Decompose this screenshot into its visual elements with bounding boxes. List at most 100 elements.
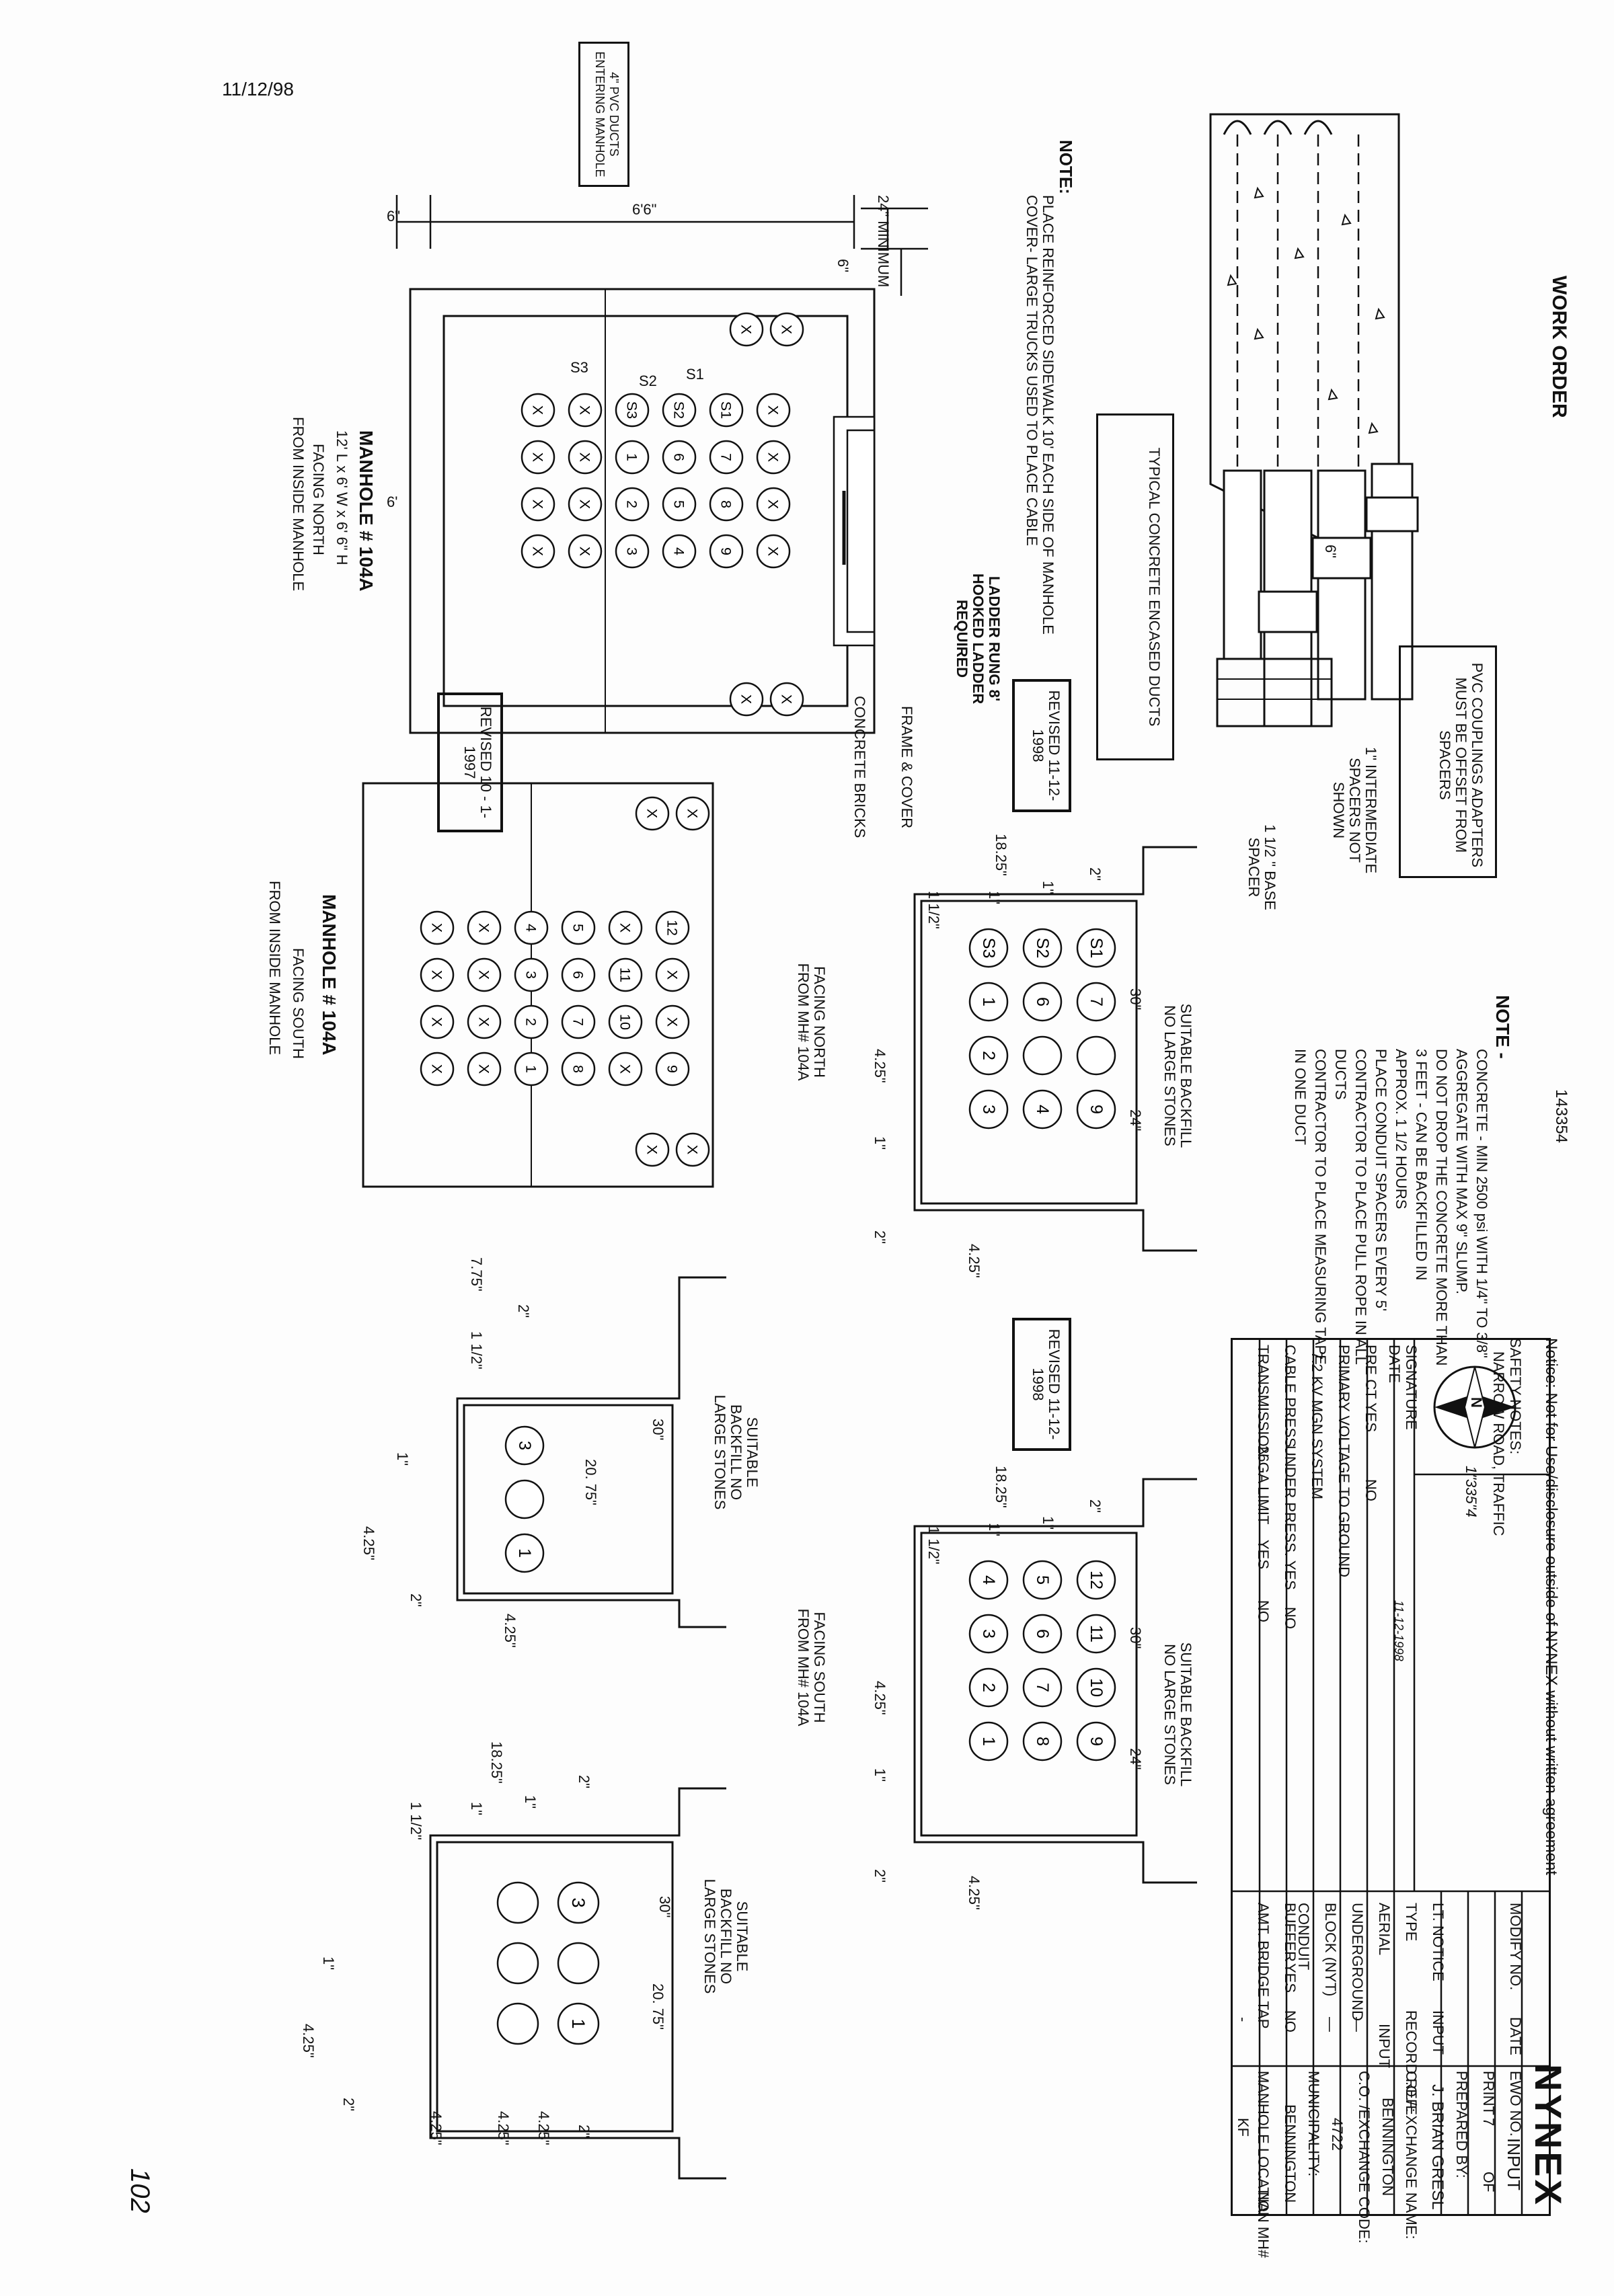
mh-south-duct: 8 (561, 1052, 596, 1086)
sn-dim-24: 24" (1127, 1109, 1144, 1132)
s6-dim-425c: 4.25" (495, 2111, 512, 2145)
sn-dim-1b: 1" (986, 891, 1003, 905)
svg-text:X: X (664, 1017, 681, 1027)
tb-underground: UNDERGROUND (1349, 1903, 1366, 2021)
svg-text:3: 3 (979, 1105, 998, 1114)
sm-dim-2075: 20. 75" (582, 1459, 599, 1505)
tb-ewo-value: INPUT (1504, 2138, 1524, 2190)
sn-dim-112: 1 1/2" (925, 891, 942, 929)
svg-text:3: 3 (568, 1897, 588, 1907)
tb-pre-ct-no: NO (1362, 1479, 1379, 1501)
tb-aerial: AERIAL (1376, 1903, 1393, 1956)
mh-north-duct: X (756, 487, 791, 522)
revised-text-1: REVISED 11-12-1998 (1029, 690, 1063, 801)
concrete-note-line: CONTRACTOR TO PLACE MEASURING TAPE (1312, 1049, 1329, 1365)
svg-text:X: X (685, 809, 701, 818)
svg-text:10: 10 (1087, 1678, 1106, 1697)
svg-text:X: X (577, 547, 594, 556)
svg-text:X: X (476, 923, 493, 933)
typical-text: TYPICAL CONCRETE ENCASED DUCTS (1146, 447, 1163, 727)
section-south-duct: 11 (1076, 1614, 1116, 1654)
mh-south-duct: 3 (514, 957, 549, 992)
svg-text:3: 3 (515, 1441, 534, 1450)
concrete-note-line: DUCTS (1332, 1049, 1349, 1100)
svg-text:X: X (738, 325, 755, 334)
section-south-backfill: SUITABLE BACKFILL NO LARGE STONES (1161, 1642, 1194, 1787)
svg-text:X: X (530, 405, 547, 415)
note-text: PLACE REINFORCED SIDEWALK 10' EACH SIDE … (1023, 195, 1056, 635)
section-six-duct: 1 (557, 2002, 600, 2045)
ss-dim-1825: 18.25" (993, 1466, 1009, 1508)
tb-safety-label: SAFETY NOTES: (1507, 1338, 1524, 1455)
svg-text:X: X (530, 452, 547, 462)
section-north-duct: S1 (1076, 928, 1116, 968)
s6-dim-425d: 4.25" (535, 2111, 552, 2145)
section-six-duct (557, 1942, 600, 1985)
ss-dim-425a: 4.25" (872, 1681, 888, 1715)
manhole-north-size: 12' L x 6' W x 6' 6" H (334, 430, 350, 565)
tb-manhole-loc-val: NA (1255, 2192, 1272, 2213)
svg-text:1: 1 (515, 1548, 534, 1558)
sn-dim-1c: 1" (872, 1136, 888, 1150)
manhole-south-from: FROM INSIDE MANHOLE (266, 881, 283, 1056)
manhole-north-facing: FACING NORTH (310, 444, 327, 555)
tb-date-col: DATE (1507, 2017, 1524, 2056)
section-six-duct (496, 1942, 539, 1985)
svg-text:6: 6 (1033, 1629, 1052, 1638)
sn-dim-30: 30" (1127, 988, 1144, 1011)
compass-icon (1433, 1365, 1516, 1449)
svg-text:2: 2 (523, 1018, 540, 1026)
mh-north-duct: 4 (662, 534, 697, 569)
svg-text:6: 6 (671, 453, 688, 461)
mh-north-corner-duct: X (729, 682, 764, 717)
svg-text:X: X (577, 452, 594, 462)
svg-text:X: X (530, 500, 547, 509)
section-south-duct: 7 (1022, 1667, 1063, 1708)
mh-south-duct: 12 (655, 910, 690, 945)
svg-text:X: X (765, 452, 782, 462)
manhole-south-facing: FACING SOUTH (290, 948, 307, 1060)
s6-dim-2: 2" (576, 1775, 592, 1789)
mh-north-duct: X (521, 393, 555, 428)
section-north-facing: FACING NORTH FROM MH# 104A (794, 963, 828, 1081)
tb-type-label: TYPE (1403, 1903, 1420, 1942)
mh-south-duct: 1 (514, 1052, 549, 1086)
section-south-duct: 1 (968, 1721, 1009, 1761)
s6-dim-425b: 4.25" (428, 2111, 445, 2145)
svg-text:2: 2 (624, 500, 641, 508)
svg-text:X: X (617, 1064, 634, 1074)
mh-north-duct: 1 (615, 440, 650, 475)
revised-box-2: REVISED 10 - 1-1997 (437, 692, 503, 832)
ss-dim-1c: 1" (872, 1768, 888, 1782)
svg-text:X: X (644, 1145, 661, 1154)
mh-south-duct: 7 (561, 1004, 596, 1039)
concrete-note-title: NOTE - (1492, 995, 1513, 1059)
section-north-duct: S3 (968, 928, 1009, 968)
tb-limit-no: NO (1255, 1600, 1272, 1622)
svg-text:9: 9 (664, 1065, 681, 1073)
section-south-duct: 10 (1076, 1667, 1116, 1708)
svg-text:2: 2 (979, 1683, 998, 1692)
section-north-duct (1022, 1035, 1063, 1076)
concrete-note-line: DO NOT DROP THE CONCRETE MORE THAN (1433, 1049, 1450, 1366)
concrete-note-line: IN ONE DUCT (1292, 1049, 1309, 1145)
mh-south-duct: X (608, 1052, 643, 1086)
section-north-drawing (913, 846, 1197, 1252)
page-number: 102 (125, 2168, 155, 2213)
mh-south-corner-duct: X (635, 1132, 670, 1167)
svg-text:X: X (644, 809, 661, 818)
svg-text:9: 9 (1087, 1737, 1106, 1746)
svg-text:7: 7 (570, 1018, 587, 1026)
mh-north-duct: X (756, 393, 791, 428)
svg-text:X: X (765, 547, 782, 556)
svg-text:X: X (617, 923, 634, 933)
tb-print-value: 7 (1480, 2118, 1497, 2127)
s6-dim-2075: 20. 75" (650, 1983, 666, 2030)
manhole-south-title: MANHOLE # 104A (319, 894, 340, 1056)
mh-south-duct: 6 (561, 957, 596, 992)
tb-voltage-value: 7.2 KV MGN SYSTEM (1309, 1351, 1325, 1500)
mh-north-duct: X (568, 534, 603, 569)
svg-text:11: 11 (617, 967, 634, 982)
